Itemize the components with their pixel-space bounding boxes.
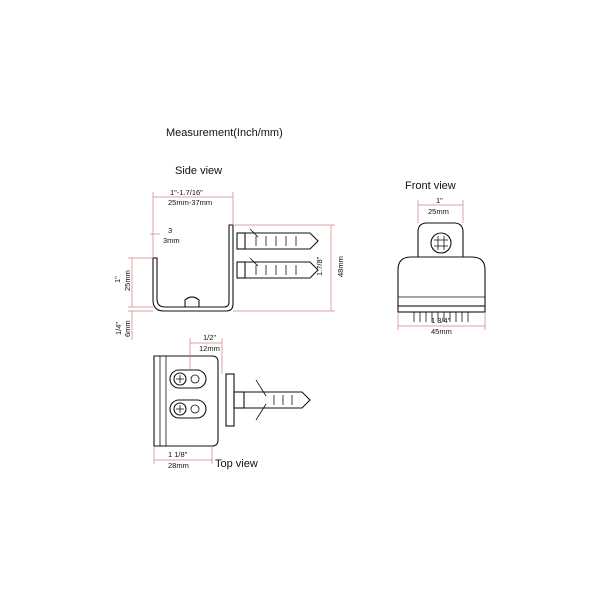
drawing-title: Measurement(Inch/mm) xyxy=(166,127,283,139)
front-view: 1" 25mm 1 3/4" 45mm xyxy=(397,196,486,336)
side-screw-head xyxy=(184,296,200,307)
side-total-inch: 1.7/8" xyxy=(315,256,324,276)
side-height-mm: 25mm xyxy=(123,270,132,291)
front-base-mm: 45mm xyxy=(431,327,452,336)
front-base xyxy=(397,305,486,313)
side-view-label: Side view xyxy=(175,165,222,177)
top-view: 1/2" 12mm 1 1/8" 28mm xyxy=(153,333,311,470)
top-width-inch: 1 1/8" xyxy=(168,450,188,459)
top-body-outline xyxy=(153,355,219,447)
top-offset-mm: 12mm xyxy=(199,344,220,353)
front-body xyxy=(397,256,486,307)
top-lower-slot xyxy=(169,399,207,419)
side-thickness-mm: 3mm xyxy=(163,236,180,245)
side-thickness-inch: 3 xyxy=(168,226,172,235)
side-upper-anchor xyxy=(236,228,319,250)
top-width-mm: 28mm xyxy=(168,461,189,470)
top-upper-slot xyxy=(169,369,207,389)
front-screw-icon xyxy=(430,232,452,254)
top-anchor xyxy=(233,379,311,421)
side-total-mm: 48mm xyxy=(336,256,345,277)
front-plate xyxy=(417,222,464,257)
front-base-inch: 1 3/4" xyxy=(431,316,451,325)
side-bracket-outline xyxy=(152,224,234,312)
side-base-mm: 6mm xyxy=(123,320,132,337)
side-width-mm: 25mm-37mm xyxy=(168,198,212,207)
top-plate xyxy=(225,373,235,427)
top-view-label: Top view xyxy=(215,458,258,470)
side-height-inch: 1" xyxy=(113,276,122,283)
side-base-inch: 1/4" xyxy=(114,322,123,335)
front-view-label: Front view xyxy=(405,180,456,192)
side-width-inch: 1"-1.7/16" xyxy=(170,188,203,197)
side-lower-anchor xyxy=(236,257,319,279)
side-view: 1"-1.7/16" 25mm-37mm 3 3mm 1" 25mm 1.7/8… xyxy=(113,188,345,340)
front-width-inch: 1" xyxy=(436,196,443,205)
front-width-mm: 25mm xyxy=(428,207,449,216)
top-offset-inch: 1/2" xyxy=(203,333,216,342)
